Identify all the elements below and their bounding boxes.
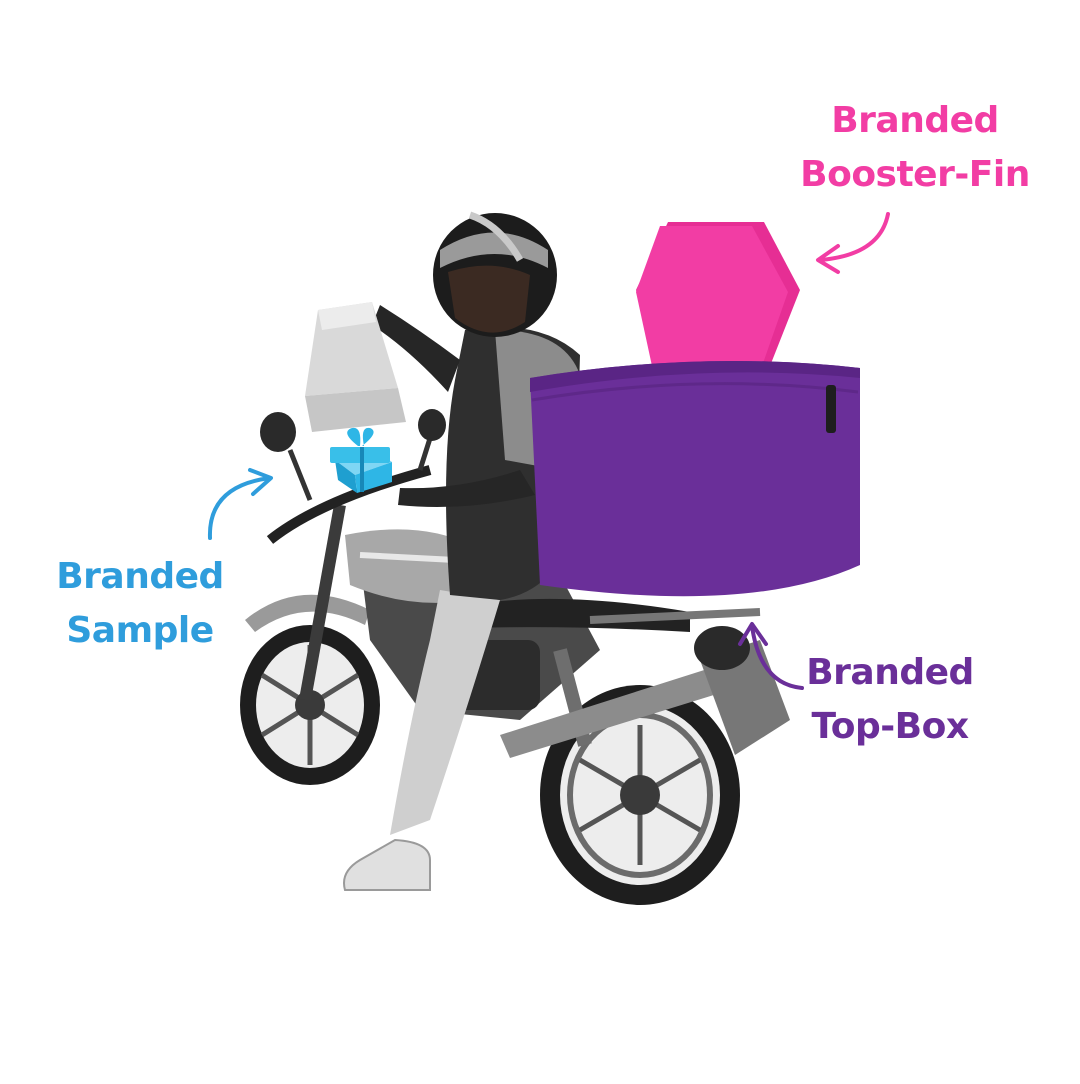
tail-light: [694, 626, 750, 670]
exhaust: [500, 665, 730, 758]
rider-helmet: [433, 211, 557, 337]
label-sample-line1: Branded: [56, 556, 224, 597]
curved-arrow-icon: [816, 212, 890, 274]
mirror-right: [418, 409, 446, 441]
top-box: [530, 360, 860, 597]
tank-highlight: [359, 552, 456, 563]
rider-leg: [390, 590, 500, 835]
curved-arrow-icon: [207, 468, 273, 540]
label-sample: Branded Sample: [40, 550, 240, 658]
rider-raised-arm: [372, 305, 460, 392]
curved-arrow-icon: [738, 622, 804, 690]
paper-bag: [305, 302, 406, 432]
rider-shoe: [343, 838, 431, 891]
front-fork: [299, 503, 346, 702]
label-top-box-line2: Top-Box: [811, 706, 969, 747]
label-top-box-line1: Branded: [806, 652, 974, 693]
rider-lower-arm: [398, 470, 535, 508]
label-booster-fin-line2: Booster-Fin: [800, 154, 1030, 195]
fuel-tank: [345, 529, 470, 603]
seat: [470, 598, 690, 632]
booster-fin: [636, 222, 800, 366]
label-booster-fin-line1: Branded: [831, 100, 999, 141]
mirror-stem-left: [287, 449, 313, 501]
gift-box-icon: [330, 427, 392, 493]
front-fender: [245, 594, 370, 632]
rear-rack: [589, 608, 761, 624]
label-booster-fin: Branded Booster-Fin: [790, 94, 1040, 202]
label-top-box: Branded Top-Box: [790, 646, 990, 754]
front-wheel: [240, 625, 380, 785]
label-sample-line2: Sample: [66, 610, 214, 651]
top-box-latch: [826, 385, 836, 433]
handlebar: [266, 465, 432, 544]
mirror-left: [260, 412, 296, 452]
